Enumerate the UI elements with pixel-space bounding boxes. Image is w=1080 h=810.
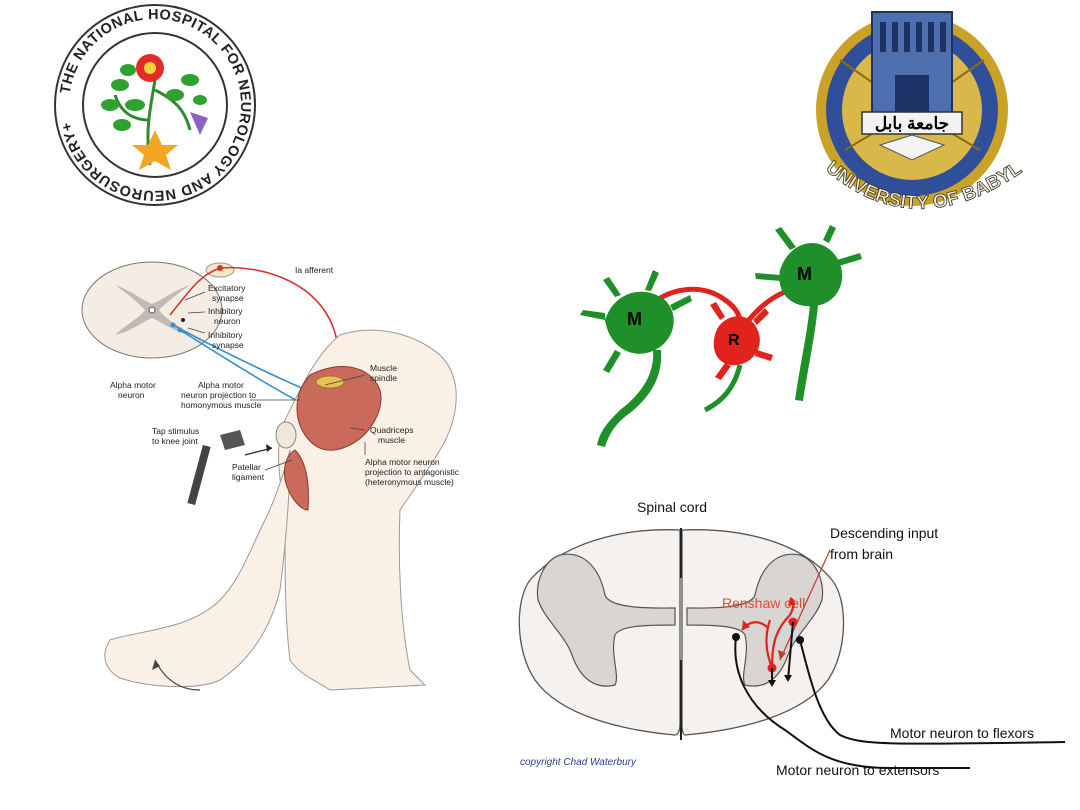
- label-antagonistic-2: projection to antagonistic: [365, 467, 460, 477]
- patella: [275, 421, 297, 449]
- motor-extensors-label: Motor neuron to extensors: [776, 762, 939, 778]
- label-inhibitory-synapse-1: Inhibitory: [208, 330, 243, 340]
- knee-reflex-diagram: Ia afferent Excitatory synapse Inhibitor…: [80, 260, 480, 700]
- label-muscle-spindle-2: spindle: [370, 373, 397, 383]
- spinal-cord-title: Spinal cord: [637, 499, 707, 515]
- descending-input-line2: from brain: [830, 546, 893, 562]
- motor-neuron-left-label: M: [627, 309, 642, 329]
- label-quadriceps-1: Quadriceps: [370, 425, 413, 435]
- university-logo: جامعة بابل UNIVERSITY OF BABYLON: [792, 0, 1040, 230]
- label-quadriceps-2: muscle: [378, 435, 405, 445]
- label-inhibitory-synapse-2: synapse: [212, 340, 244, 350]
- motor-flexors-label: Motor neuron to flexors: [890, 725, 1034, 741]
- copyright-text: copyright Chad Waterbury: [520, 757, 636, 768]
- label-inhibitory-neuron-2: neuron: [214, 316, 241, 326]
- flower-emblem: [101, 54, 208, 170]
- leg-outline: [104, 329, 457, 691]
- label-patellar-1: Patellar: [232, 462, 261, 472]
- label-excitatory-2: synapse: [212, 293, 244, 303]
- renshaw-neuron-diagram: M M R: [575, 225, 875, 455]
- label-alpha-projection-2: neuron projection to: [181, 390, 256, 400]
- label-alpha-motor-neuron-1: Alpha motor: [110, 380, 156, 390]
- label-antagonistic-1: Alpha motor neuron: [365, 457, 440, 467]
- label-patellar-2: ligament: [232, 472, 265, 482]
- hospital-logo: THE NATIONAL HOSPITAL FOR NEUROLOGY AND …: [50, 0, 260, 210]
- renshaw-neuron: [710, 302, 773, 380]
- label-tap-stimulus-2: to knee joint: [152, 436, 198, 446]
- motor-neuron-fibers: [734, 621, 1066, 769]
- motor-neuron-right-label: M: [797, 264, 812, 284]
- label-antagonistic-3: (heteronymous muscle): [365, 477, 454, 487]
- label-tap-stimulus-1: Tap stimulus: [152, 426, 199, 436]
- motor-neuron-right: [755, 225, 862, 401]
- renshaw-neuron-label: R: [728, 332, 740, 349]
- motor-neuron-left: [580, 270, 692, 447]
- label-ia-afferent: Ia afferent: [295, 265, 334, 275]
- label-muscle-spindle-1: Muscle: [370, 363, 397, 373]
- descending-input-line1: Descending input: [830, 525, 938, 541]
- label-excitatory-1: Excitatory: [208, 283, 246, 293]
- reflex-hammer: [187, 430, 245, 506]
- spinal-cord-diagram: Spinal cord Descending input from brain …: [510, 490, 1080, 790]
- label-inhibitory-neuron-1: Inhibitory: [208, 306, 243, 316]
- renshaw-cell-label: Renshaw cell: [722, 595, 805, 611]
- university-arabic-name: جامعة بابل: [875, 114, 949, 133]
- label-alpha-motor-neuron-2: neuron: [118, 390, 145, 400]
- label-alpha-projection-3: homonymous muscle: [181, 400, 262, 410]
- label-alpha-projection-1: Alpha motor: [198, 380, 244, 390]
